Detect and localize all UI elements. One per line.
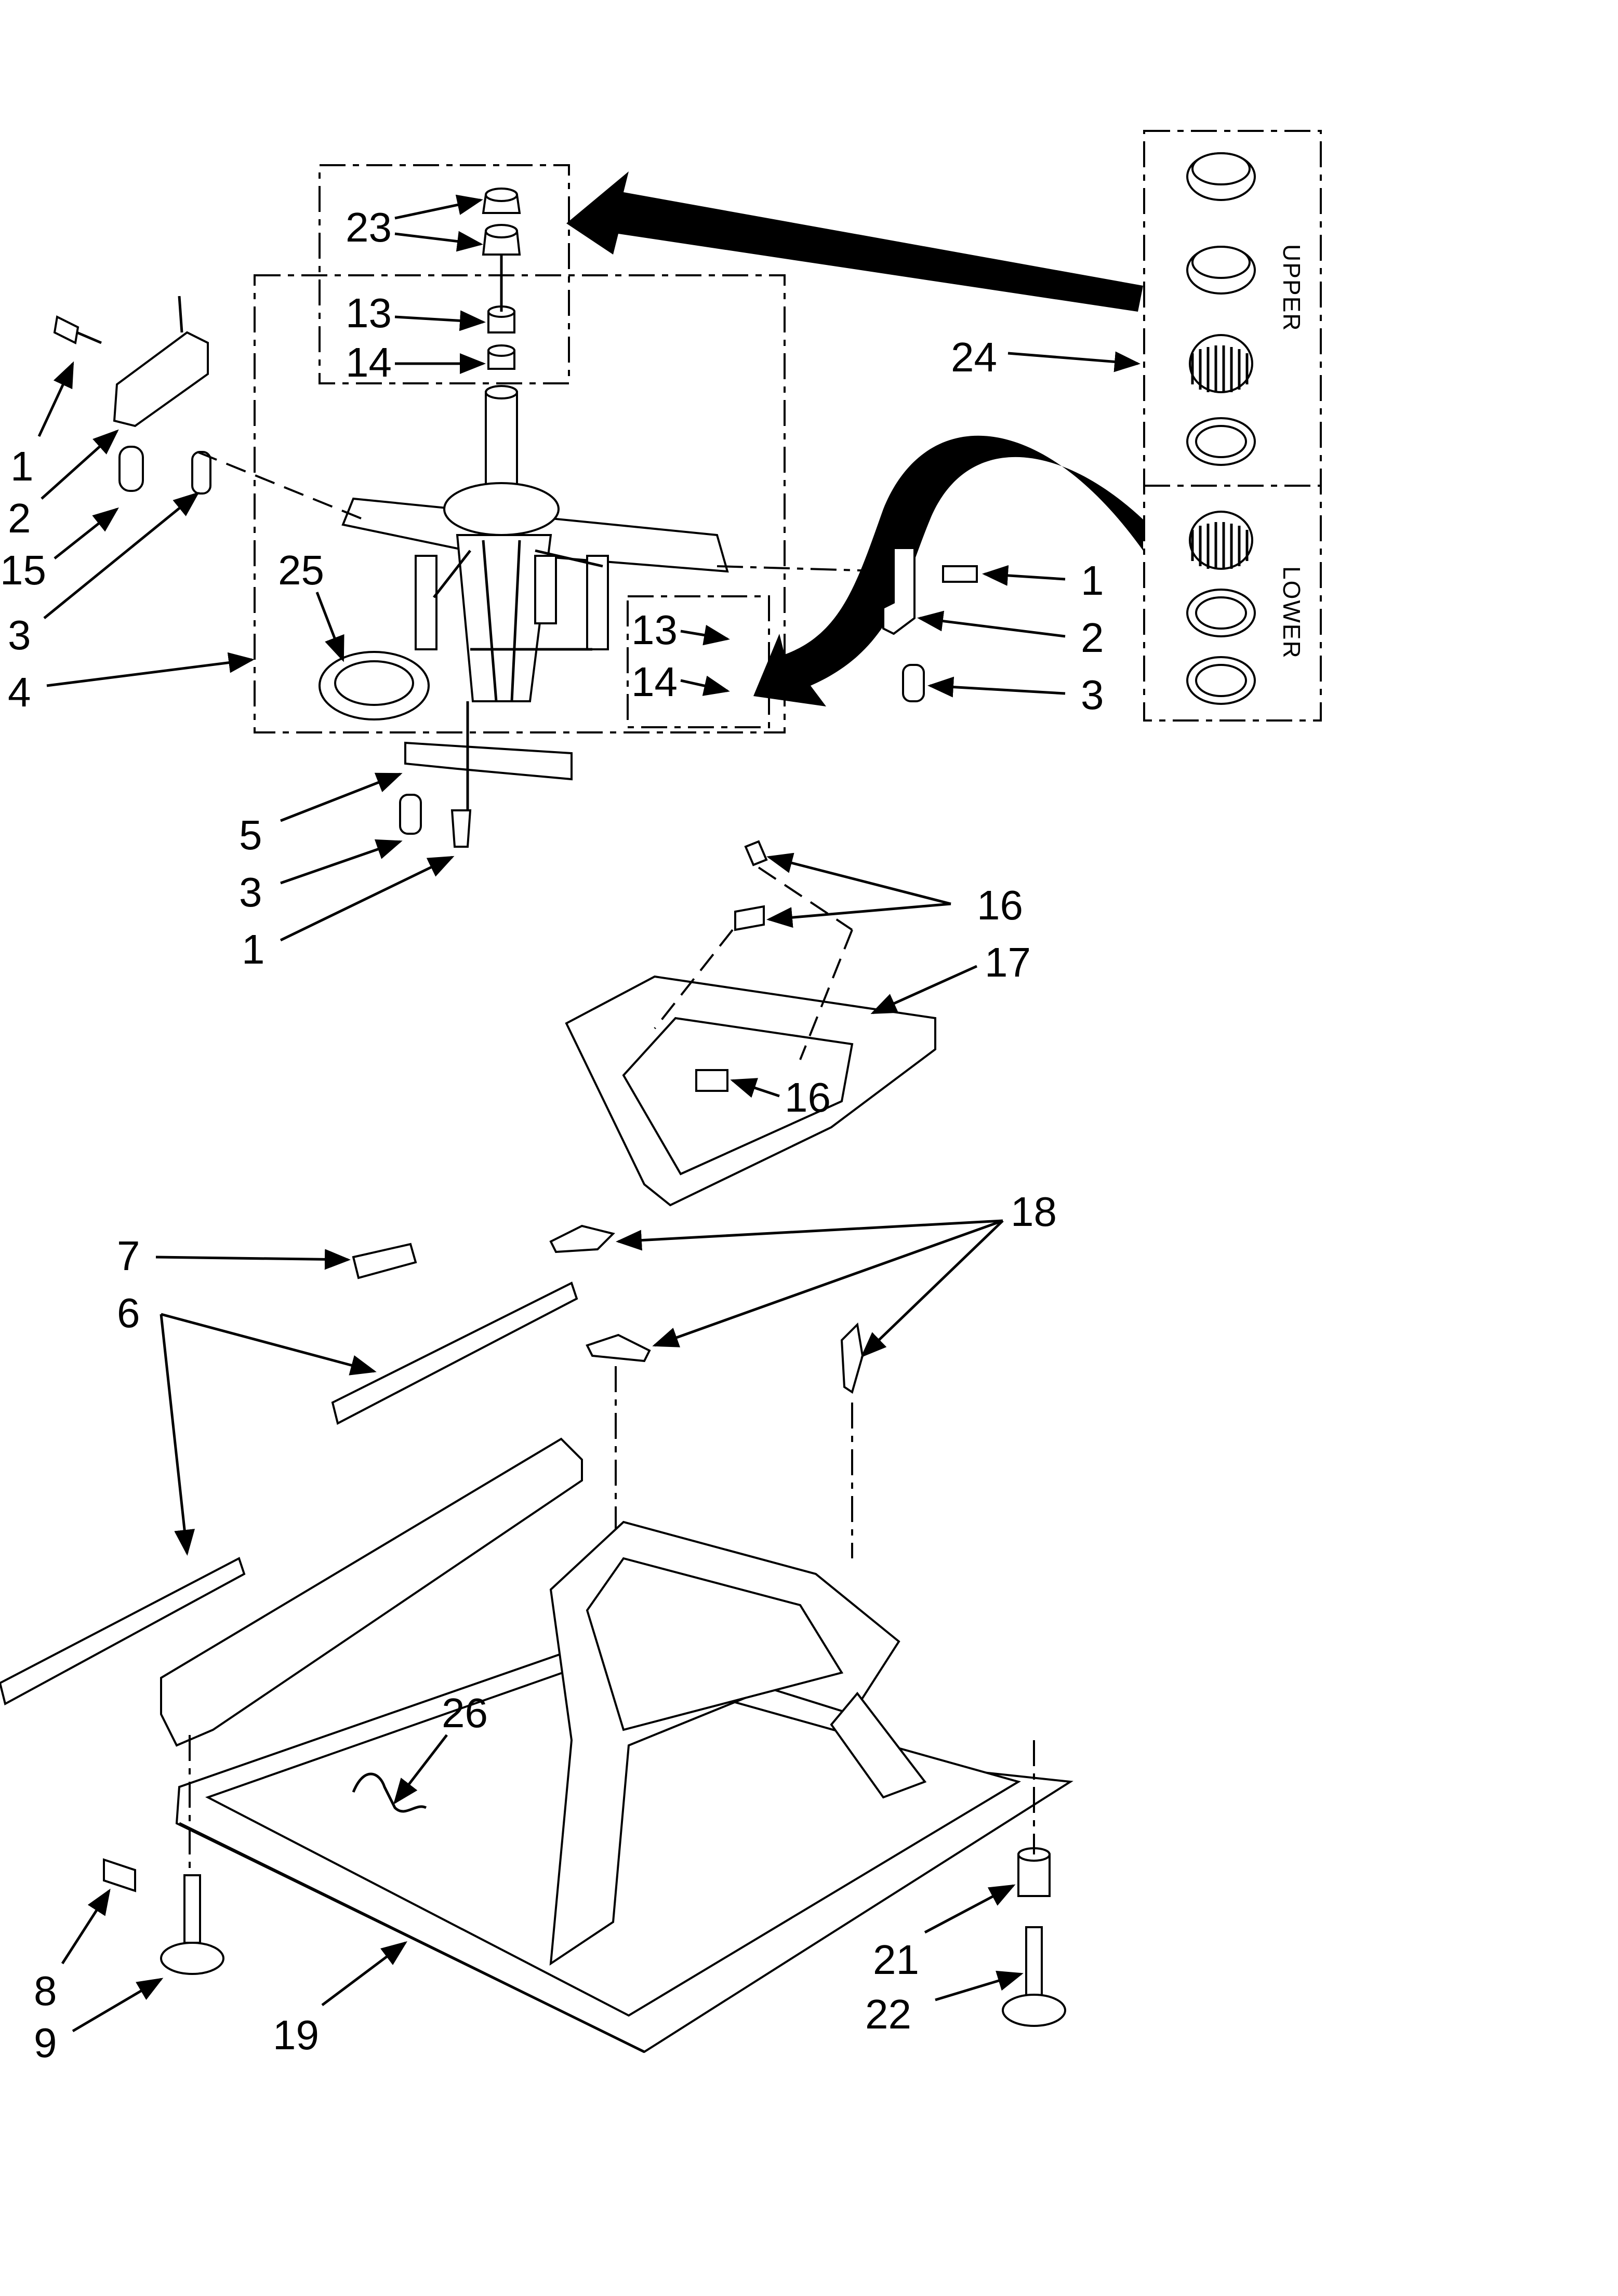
upper-bushing-icon [1186,152,1256,466]
feet [103,1735,1066,2027]
label-3-top-left: 3 [8,612,31,658]
kit-panel: UPPER LOWER [1143,130,1322,722]
right-hardware [717,547,978,702]
label-18: 18 [1011,1189,1057,1235]
label-1-bottom: 1 [242,926,265,972]
label-14-top: 14 [346,339,392,385]
label-13-right: 13 [631,607,678,653]
rails-6 [0,1243,578,1705]
bracket-5 [399,701,573,848]
label-13-top: 13 [346,290,392,336]
label-22: 22 [865,1991,911,2037]
label-9: 9 [34,2020,57,2066]
label-3-right: 3 [1081,672,1104,718]
lower-bushing-icon [1186,511,1256,705]
label-7: 7 [117,1233,140,1279]
label-6: 6 [117,1290,140,1336]
base-frame-19 [160,1437,1073,2053]
kit-upper-label: UPPER [1278,244,1305,331]
label-4: 4 [8,669,31,715]
label-24: 24 [951,334,997,380]
suspension-spider [341,385,729,702]
label-15: 15 [0,547,46,593]
left-hardware [53,296,364,520]
upper-kit-arrow [566,171,1143,312]
label-1-top-left: 1 [10,443,34,489]
label-3-bottom: 3 [239,869,262,915]
label-25: 25 [278,547,324,593]
seal-ring [319,651,430,720]
lower-kit-arrow [753,435,1143,706]
label-19: 19 [273,2012,319,2058]
label-26: 26 [442,1690,488,1736]
label-2-top-left: 2 [8,495,31,541]
mount-box-large [254,274,786,733]
label-5: 5 [239,812,262,858]
frame-17 [565,840,936,1207]
label-1-right: 1 [1081,557,1104,604]
label-8: 8 [34,1968,57,2014]
label-21: 21 [873,1937,919,1983]
kit-lower-label: LOWER [1278,566,1305,659]
clip-26 [352,1772,427,1813]
label-16-mid: 16 [785,1074,831,1120]
label-16-top: 16 [977,882,1023,928]
snubber-stack [482,188,521,370]
label-23: 23 [346,204,392,250]
label-17: 17 [985,939,1031,985]
label-14-right: 14 [631,659,678,705]
leader-arrows [37,194,1140,2033]
label-2-right: 2 [1081,615,1104,661]
